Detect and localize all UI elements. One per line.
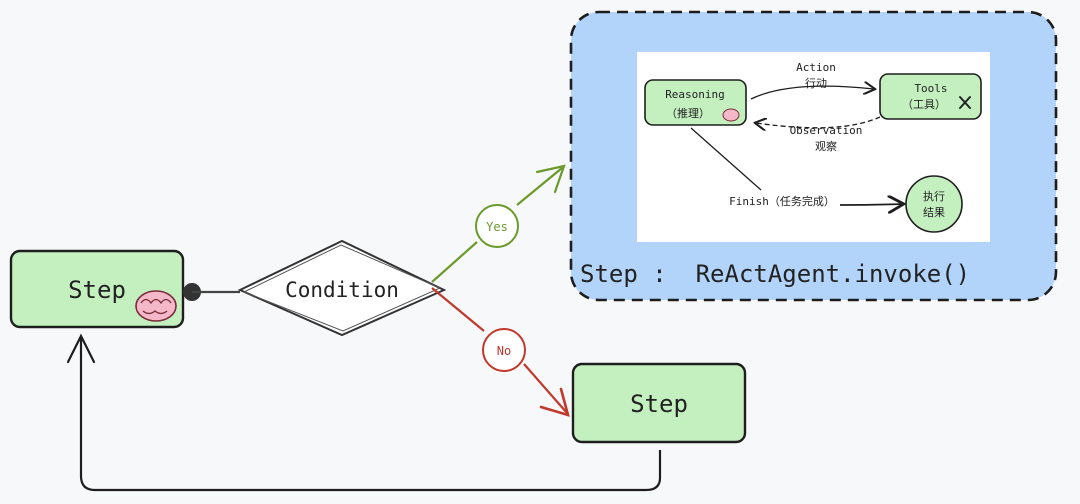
step-node-left: Step <box>9 249 185 329</box>
no-edge: No <box>431 287 570 417</box>
tools-label: Tools <box>914 82 947 95</box>
yes-badge <box>475 204 519 248</box>
action-arrow <box>750 86 874 100</box>
action-label: Action <box>796 61 836 74</box>
react-agent-panel: Step : ReActAgent.invoke() Reasoning （推理… <box>569 10 1058 302</box>
finish-arrow <box>839 204 902 205</box>
result-label-2: 结果 <box>923 206 945 219</box>
condition-label: Condition <box>285 278 399 302</box>
finish-line <box>690 127 762 191</box>
react-panel-label: Step : ReActAgent.invoke() <box>580 260 970 288</box>
no-label: No <box>497 344 511 358</box>
action-label-cn: 行动 <box>805 77 827 90</box>
step-bottom-label: Step <box>630 390 688 418</box>
condition-diamond: Condition <box>237 239 447 337</box>
finish-label: Finish（任务完成） <box>729 194 835 208</box>
reasoning-node <box>644 79 747 126</box>
loop-back-arrow <box>79 338 662 492</box>
reasoning-label: Reasoning <box>665 88 725 101</box>
brain-icon <box>722 108 740 122</box>
step-left-label: Step <box>68 276 126 304</box>
loop-back-arrowhead <box>66 333 96 364</box>
reasoning-label-cn: （推理） <box>666 106 710 120</box>
result-node <box>905 175 963 233</box>
tools-icon <box>959 96 971 109</box>
yes-edge: Yes <box>431 164 566 283</box>
brain-icon <box>135 290 177 322</box>
tools-label-cn: （工具） <box>902 98 946 111</box>
observation-arrow <box>756 116 881 128</box>
result-label: 执行 <box>923 189 945 203</box>
step-node-bottom: Step <box>571 362 747 444</box>
observation-label-cn: 观察 <box>815 139 837 153</box>
tools-node <box>879 73 982 120</box>
no-badge <box>482 328 526 372</box>
observation-label: Observation <box>790 124 863 137</box>
yes-label: Yes <box>486 220 508 234</box>
